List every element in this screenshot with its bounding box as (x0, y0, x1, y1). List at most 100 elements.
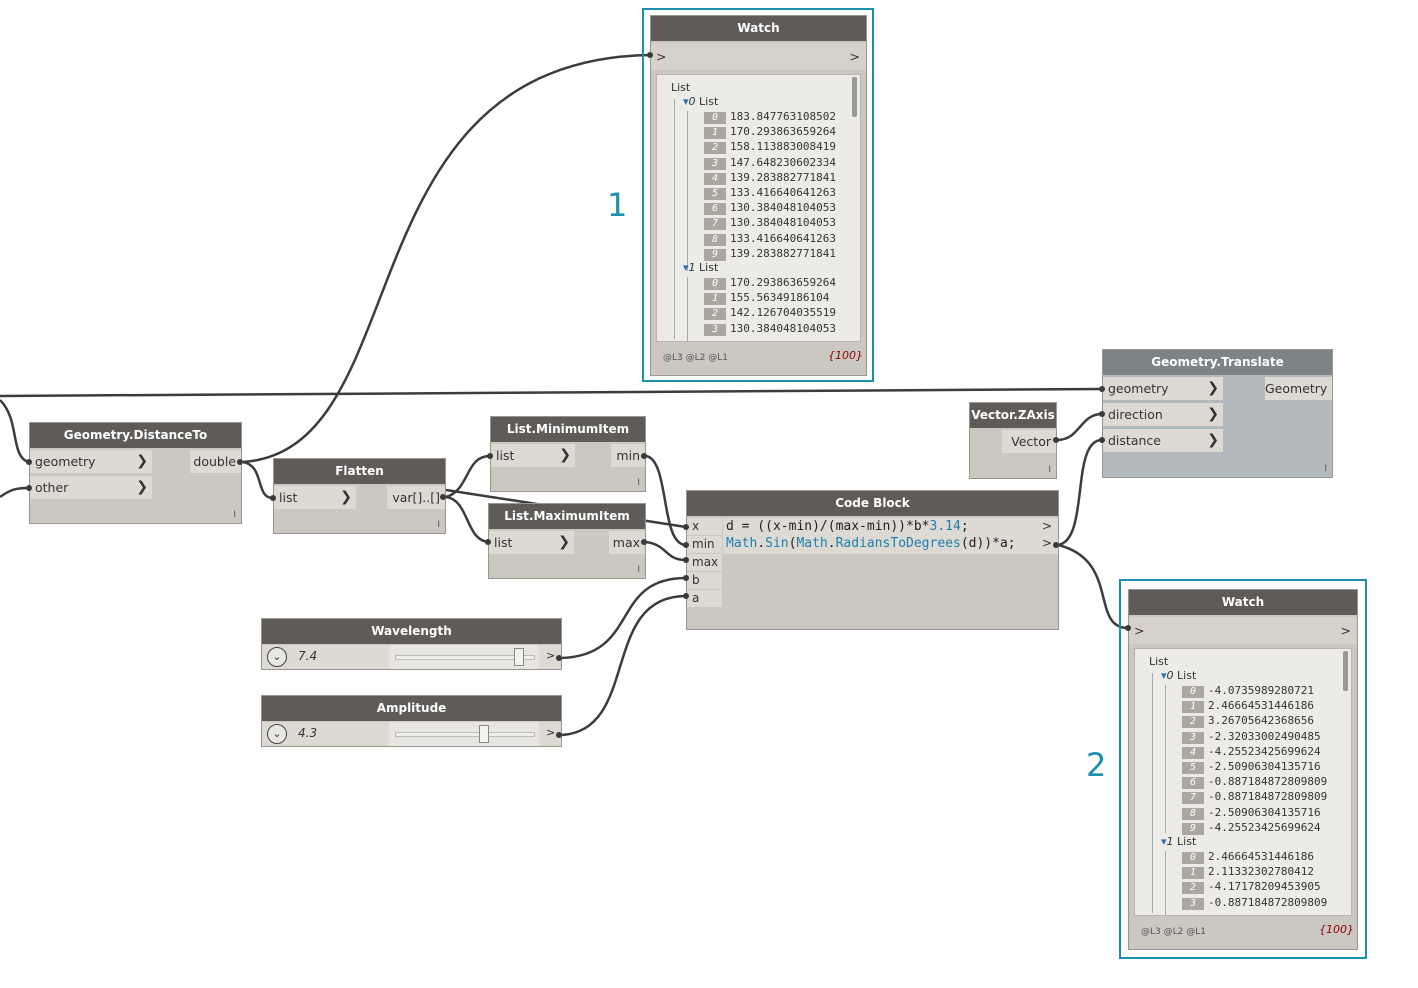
watch1-scrollbar[interactable] (852, 77, 857, 117)
amplitude-slider-area[interactable] (389, 722, 539, 746)
wavelength-slider-area[interactable] (389, 645, 539, 669)
amplitude-thumb[interactable] (479, 725, 490, 743)
minimum-item-output-min[interactable]: min (611, 444, 645, 467)
port-dot[interactable] (487, 453, 493, 459)
minimum-item-input-list[interactable]: list❯ (491, 444, 575, 467)
minimum-item-node[interactable]: List.MinimumItem list❯ min I (490, 416, 646, 492)
lacing-mark[interactable]: I (637, 478, 640, 488)
lacing-mark[interactable]: I (1048, 465, 1051, 475)
port-dot[interactable] (556, 655, 562, 661)
amplitude-expand-icon[interactable]: ⌄ (267, 724, 287, 744)
port-dot[interactable] (26, 485, 32, 491)
watch2-node[interactable]: Watch > > List ▾0 List 0-4.0735989280721… (1128, 589, 1358, 950)
port-dot[interactable] (1053, 437, 1059, 443)
translate-input-geometry[interactable]: geometry❯ (1103, 377, 1223, 400)
lacing-mark[interactable]: I (437, 520, 440, 530)
maximum-item-input-list[interactable]: list❯ (489, 531, 574, 554)
maximum-item-node[interactable]: List.MaximumItem list❯ max I (488, 503, 646, 579)
amplitude-output-port[interactable]: > (546, 726, 556, 739)
port-dot[interactable] (683, 575, 689, 581)
wavelength-value[interactable]: 7.4 (298, 649, 318, 663)
flatten-input-list[interactable]: list❯ (274, 486, 356, 509)
wavelength-expand-icon[interactable]: ⌄ (267, 647, 287, 667)
lacing-mark[interactable]: I (637, 565, 640, 575)
code-line-1[interactable]: d = ((x-min)/(max-min))*b*3.14; (726, 519, 969, 534)
watch1-lacing-levels[interactable]: @L3 @L2 @L1 (663, 353, 728, 363)
distance-to-input-other[interactable]: other❯ (30, 476, 152, 499)
port-dot[interactable] (1125, 625, 1131, 631)
port-dot[interactable] (641, 539, 647, 545)
list-value: -4.25523425699624 (1208, 820, 1321, 834)
code-block-input-min[interactable]: min (687, 536, 722, 553)
code-block-input-max[interactable]: max (687, 554, 722, 571)
wavelength-slider-node[interactable]: Wavelength ⌄ 7.4 > (261, 618, 562, 670)
code-editor[interactable]: d = ((x-min)/(max-min))*b*3.14; Math.Sin… (723, 518, 1058, 554)
watch1-group1[interactable]: ▾1 List (683, 261, 719, 274)
expand-triangle-icon[interactable]: ▾ (683, 261, 689, 274)
watch2-input-port[interactable]: > > (1129, 617, 1357, 644)
flatten-node[interactable]: Flatten list❯ var[]..[] I (273, 458, 446, 534)
distance-to-input-geometry[interactable]: geometry❯ (30, 450, 152, 473)
code-line-2[interactable]: Math.Sin(Math.RadiansToDegrees(d))*a; (726, 536, 1016, 551)
port-dot[interactable] (1053, 542, 1059, 548)
lacing-mark[interactable]: I (233, 510, 236, 520)
port-dot[interactable] (440, 494, 446, 500)
code-block-output-2[interactable]: > (1041, 536, 1052, 550)
port-dot[interactable] (556, 732, 562, 738)
code-block-input-x[interactable]: x (687, 518, 722, 535)
port-dot[interactable] (1099, 386, 1105, 392)
code-block-output-1[interactable]: > (1041, 519, 1052, 533)
translate-output-geometry[interactable]: Geometry (1265, 377, 1332, 400)
amplitude-slider-node[interactable]: Amplitude ⌄ 4.3 > (261, 695, 562, 747)
expand-triangle-icon[interactable]: ▾ (1161, 669, 1167, 682)
maximum-item-output-max[interactable]: max (609, 531, 645, 554)
list-index: 0 (704, 278, 726, 290)
code-block-input-a[interactable]: a (687, 590, 722, 607)
wavelength-thumb[interactable] (514, 648, 525, 666)
amplitude-value[interactable]: 4.3 (298, 726, 318, 740)
wavelength-output-port[interactable]: > (546, 649, 556, 662)
port-dot[interactable] (26, 459, 32, 465)
port-dot[interactable] (270, 495, 276, 501)
watch2-group1[interactable]: ▾1 List (1161, 835, 1197, 848)
watch2-scrollbar[interactable] (1343, 651, 1348, 691)
expand-triangle-icon[interactable]: ▾ (683, 95, 689, 108)
list-index: 7 (1182, 792, 1204, 805)
code-block-input-b[interactable]: b (687, 572, 722, 589)
distance-to-output-double[interactable]: double (190, 450, 241, 473)
expand-triangle-icon[interactable]: ▾ (1161, 835, 1167, 848)
chevron-right-icon: ❯ (1207, 380, 1219, 396)
zaxis-node[interactable]: Vector.ZAxis Vector I (969, 402, 1057, 479)
watch2-output-port[interactable]: > (1340, 623, 1351, 638)
translate-input-direction[interactable]: direction❯ (1103, 403, 1223, 426)
port-dot[interactable] (683, 593, 689, 599)
watch1-output-port[interactable]: > (849, 49, 860, 64)
watch2-lacing-levels[interactable]: @L3 @L2 @L1 (1141, 927, 1206, 937)
port-dot[interactable] (1099, 411, 1105, 417)
translate-node[interactable]: Geometry.Translate geometry❯ direction❯ … (1102, 349, 1333, 478)
watch2-title: Watch (1129, 590, 1357, 615)
translate-input-distance[interactable]: distance❯ (1103, 429, 1223, 452)
watch1-input-port[interactable]: > > (651, 43, 866, 70)
port-dot[interactable] (683, 542, 689, 548)
amplitude-track[interactable] (395, 732, 535, 737)
port-dot[interactable] (647, 52, 653, 58)
port-dot[interactable] (683, 557, 689, 563)
port-dot[interactable] (1099, 437, 1105, 443)
distance-to-node[interactable]: Geometry.DistanceTo geometry❯ other❯ dou… (29, 422, 242, 524)
port-dot[interactable] (237, 459, 243, 465)
watch2-group0[interactable]: ▾0 List (1161, 669, 1197, 682)
port-dot[interactable] (683, 524, 689, 530)
zaxis-output-vector[interactable]: Vector (1002, 430, 1056, 453)
lacing-mark[interactable]: I (1324, 464, 1327, 474)
port-dot[interactable] (641, 453, 647, 459)
port-dot[interactable] (485, 539, 491, 545)
wavelength-track[interactable] (395, 655, 535, 660)
watch1-group0[interactable]: ▾0 List (683, 95, 719, 108)
flatten-output[interactable]: var[]..[] (387, 486, 445, 509)
